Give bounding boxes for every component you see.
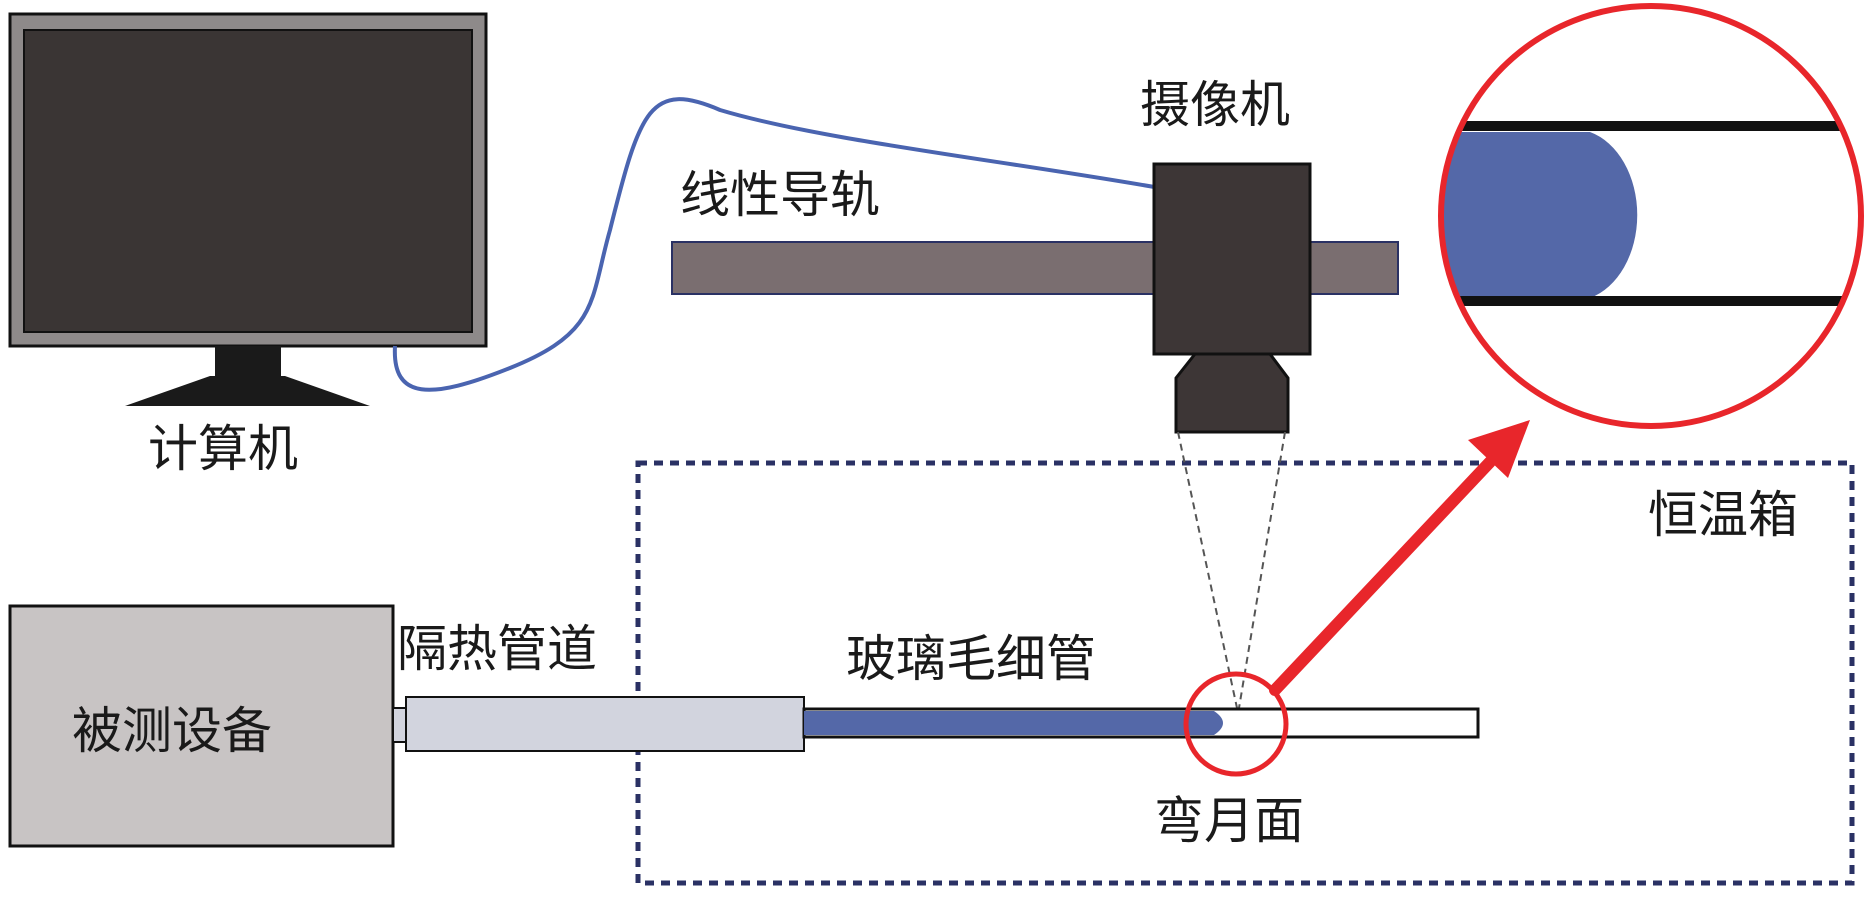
monitor-screen <box>23 29 473 333</box>
device-under-test-label: 被测设备 <box>72 702 272 760</box>
meniscus-highlight-circle <box>1183 671 1289 777</box>
device-under-test-box <box>8 604 395 848</box>
thermostat-box-boundary <box>635 460 1855 886</box>
view-line-right <box>1238 431 1286 709</box>
capillary-fluid <box>804 711 1223 735</box>
camera-body <box>1152 162 1312 356</box>
glass-capillary-label: 玻璃毛细管 <box>846 630 1096 688</box>
camera-lens <box>1174 352 1290 434</box>
data-cable <box>392 97 1161 392</box>
monitor-stand <box>125 376 370 406</box>
pipe-connector <box>392 707 408 743</box>
camera-label: 摄像机 <box>1140 76 1290 134</box>
magnify-arrow <box>1269 420 1530 696</box>
magnified-fluid <box>1441 132 1638 298</box>
insulated-pipe-label: 隔热管道 <box>397 620 597 678</box>
thermostat-box-label: 恒温箱 <box>1648 486 1798 544</box>
camera <box>1152 162 1312 434</box>
view-line-left <box>1177 431 1238 709</box>
meniscus-label: 弯月面 <box>1154 792 1304 850</box>
linear-rail-label: 线性导轨 <box>680 166 880 224</box>
magnified-view <box>1438 3 1864 429</box>
insulated-pipe <box>405 696 805 752</box>
monitor-neck <box>215 346 281 376</box>
magnified-view-circle <box>1438 3 1864 429</box>
computer-label: 计算机 <box>148 420 298 478</box>
computer-monitor <box>8 12 488 406</box>
